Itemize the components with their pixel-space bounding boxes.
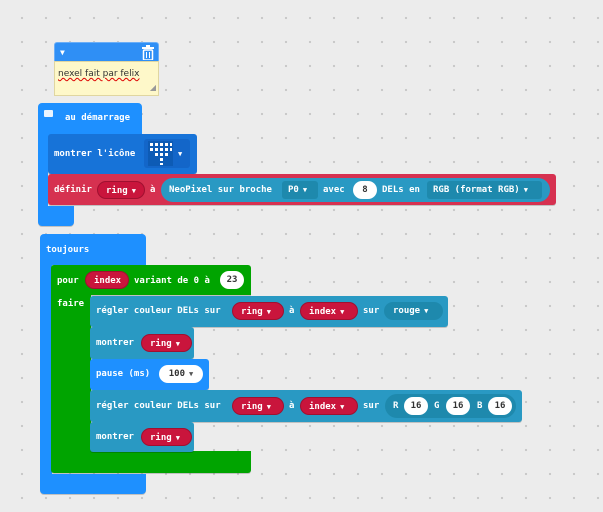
- comment-icon[interactable]: [44, 110, 53, 117]
- chevron-down-icon: ▼: [266, 403, 271, 411]
- ring-value: ring: [241, 402, 263, 412]
- for-loop-footer: [51, 451, 251, 473]
- on-start-footer: [38, 206, 74, 226]
- show-label: montrer: [96, 338, 134, 348]
- chevron-down-icon: ▼: [178, 150, 183, 158]
- on-start-block[interactable]: [38, 103, 142, 139]
- color-value: rouge: [393, 306, 421, 316]
- for-loop-spine: [51, 292, 91, 454]
- mode-value: RGB (format RGB): [433, 185, 520, 195]
- led-count-value: 8: [362, 185, 368, 195]
- ring-value: ring: [150, 433, 172, 443]
- chevron-down-icon: ▼: [340, 403, 345, 411]
- blue-value: 16: [494, 401, 506, 411]
- chevron-down-icon: ▼: [340, 308, 345, 316]
- ring-dropdown[interactable]: ring▼: [232, 397, 284, 415]
- loop-variable-name: index: [94, 276, 122, 286]
- led-icon-preview: [148, 141, 173, 166]
- loop-variable-index[interactable]: index: [85, 271, 129, 289]
- led-count-input[interactable]: 8: [353, 181, 377, 199]
- comment-text: nexel fait par felix: [58, 69, 140, 79]
- green-value: 16: [452, 401, 464, 411]
- forever-block[interactable]: [40, 234, 146, 265]
- do-label: faire: [57, 299, 85, 309]
- resize-handle[interactable]: ◢: [149, 83, 156, 92]
- range-label: variant de 0 à: [134, 276, 210, 286]
- for-loop-block[interactable]: [51, 265, 251, 295]
- loop-end-value: 23: [226, 275, 238, 285]
- with-label: avec: [323, 185, 345, 195]
- on-start-spine: [38, 135, 48, 211]
- comment-text-area[interactable]: nexel fait par felix ◢: [54, 61, 159, 96]
- mode-dropdown[interactable]: RGB (format RGB)▼: [427, 181, 542, 199]
- at-label: à: [289, 401, 295, 411]
- on-label: sur: [363, 401, 380, 411]
- forever-label: toujours: [46, 245, 90, 255]
- red-value: 16: [410, 401, 422, 411]
- chevron-down-icon: ▼: [266, 308, 271, 316]
- ring-dropdown[interactable]: ring▼: [141, 334, 192, 352]
- color-dropdown[interactable]: rouge▼: [384, 302, 443, 320]
- chevron-down-icon: ▼: [175, 434, 180, 442]
- green-input[interactable]: 16: [446, 397, 470, 415]
- for-label: pour: [57, 276, 79, 286]
- b-label: B: [477, 401, 483, 411]
- variable-name: ring: [106, 186, 128, 196]
- set-color-label: régler couleur DELs sur: [96, 306, 221, 316]
- comment-header[interactable]: ▼: [54, 42, 159, 62]
- pause-input[interactable]: 100▼: [159, 365, 203, 383]
- on-label: sur: [363, 306, 380, 316]
- ring-dropdown[interactable]: ring▼: [232, 302, 284, 320]
- chevron-down-icon: ▼: [131, 187, 136, 195]
- icon-picker-dropdown[interactable]: ▼: [144, 139, 190, 168]
- red-input[interactable]: 16: [404, 397, 428, 415]
- neopixel-label: NeoPixel sur broche: [169, 185, 272, 195]
- ring-value: ring: [150, 339, 172, 349]
- pause-value: 100: [168, 369, 186, 379]
- pause-label: pause (ms): [96, 369, 151, 379]
- variable-dropdown-ring[interactable]: ring▼: [97, 181, 145, 199]
- show-label: montrer: [96, 432, 134, 442]
- loop-end-input[interactable]: 23: [220, 271, 244, 289]
- show-icon-label: montrer l'icône: [54, 149, 136, 159]
- forever-footer: [40, 474, 146, 494]
- ring-value: ring: [241, 307, 263, 317]
- pin-value: P0: [288, 185, 299, 195]
- chevron-down-icon: ▼: [302, 186, 308, 194]
- index-dropdown[interactable]: index▼: [300, 302, 358, 320]
- r-label: R: [393, 401, 399, 411]
- to-label: à: [150, 185, 156, 195]
- index-value: index: [309, 307, 337, 317]
- set-color-label: régler couleur DELs sur: [96, 401, 221, 411]
- chevron-down-icon: ▼: [424, 307, 429, 315]
- g-label: G: [434, 401, 440, 411]
- blue-input[interactable]: 16: [488, 397, 512, 415]
- chevron-down-icon: ▼: [523, 186, 528, 194]
- index-value: index: [309, 402, 337, 412]
- ring-dropdown[interactable]: ring▼: [141, 428, 192, 446]
- leds-in-label: DELs en: [382, 185, 420, 195]
- trash-icon[interactable]: [141, 45, 155, 60]
- chevron-down-icon: ▼: [175, 340, 180, 348]
- pin-dropdown[interactable]: P0▼: [282, 181, 318, 199]
- chevron-down-icon[interactable]: ▼: [60, 48, 65, 57]
- at-label: à: [289, 306, 295, 316]
- chevron-down-icon: ▼: [189, 370, 194, 378]
- forever-spine: [40, 262, 52, 477]
- set-label: définir: [54, 185, 92, 195]
- index-dropdown[interactable]: index▼: [300, 397, 358, 415]
- on-start-label: au démarrage: [65, 113, 131, 123]
